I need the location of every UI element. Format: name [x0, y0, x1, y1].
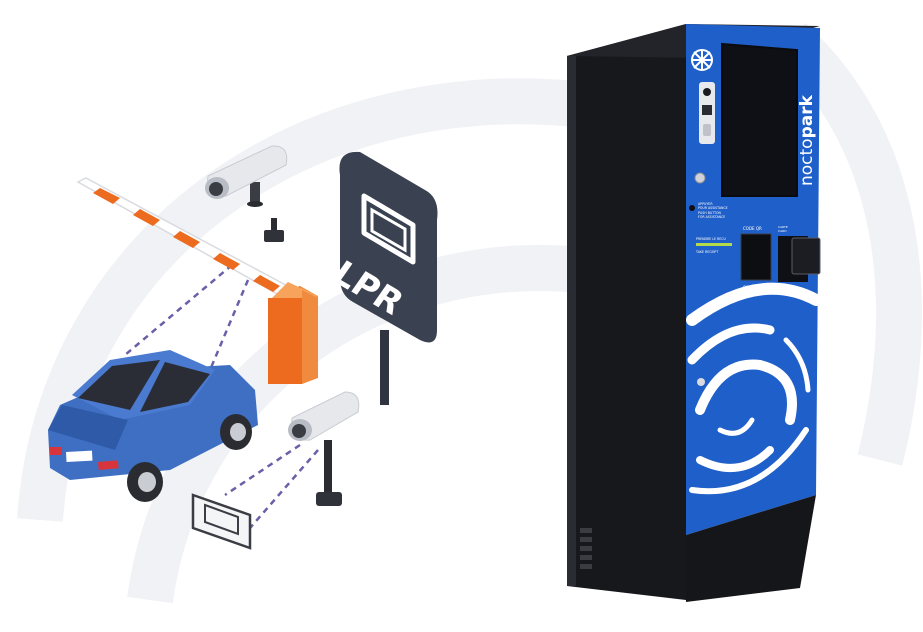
detection-line-3 [224, 443, 301, 497]
plate-icon-inner [370, 207, 407, 253]
assist-label-1: APPUYER [698, 202, 713, 206]
intercom-speaker [702, 105, 712, 115]
qr-reader[interactable] [740, 233, 772, 281]
assist-indicator [689, 205, 695, 211]
plate-icon [361, 193, 416, 265]
barrier-stripe [213, 253, 240, 270]
swirl-arc-1 [686, 282, 822, 326]
background-arc-3 [774, 22, 922, 466]
car-rear-window [78, 360, 160, 410]
barrier-gate [76, 177, 318, 384]
card-label-4: BANK CARD [780, 289, 799, 293]
swirl-arc-5 [689, 427, 809, 495]
assist-label-4: FOR ASSISTANCE [698, 215, 725, 219]
kiosk-side-panel [567, 24, 686, 600]
swirl-arc-3 [695, 359, 797, 425]
camera-bottom-base [316, 492, 342, 506]
sensor-post [271, 218, 277, 232]
qr-label-top: CODE QR [743, 226, 762, 231]
swirl-arc-4 [696, 446, 774, 472]
assist-label-3: PUSH BUTTON [698, 211, 722, 215]
vent-slot [580, 555, 592, 560]
brand-logo-text: noctopark [797, 94, 817, 186]
logo-petal [692, 50, 712, 70]
kiosk-swirl [686, 282, 822, 495]
license-plate [66, 450, 93, 462]
lpr-sign: LPR [325, 151, 438, 405]
detection-line-1 [124, 264, 233, 356]
blue-car [48, 350, 258, 502]
car-wheel-front-hub [230, 423, 246, 441]
barrier-box-shade [302, 290, 318, 384]
camera-mount-base [247, 201, 263, 207]
card-label-3: CARTE CB [780, 285, 795, 289]
kiosk-logo-icon [691, 49, 713, 71]
ground-plate-frame [191, 493, 252, 550]
camera-top [205, 145, 288, 242]
receipt-label-2: TAKE RECEIPT [695, 250, 718, 254]
car-wheel-rear-hub [138, 472, 156, 492]
receipt-label-1: PRENDRE LE RECU [696, 237, 726, 241]
intercom-camera [703, 88, 711, 96]
barrier-box-body [268, 298, 302, 384]
kiosk-vents [580, 528, 592, 569]
camera-lens [209, 182, 223, 196]
intercom-button [703, 124, 711, 136]
camera-bottom [288, 391, 360, 506]
barrier-stripe [173, 231, 200, 248]
detection-lines [124, 264, 319, 529]
swirl-arc-2 [687, 323, 775, 365]
camera-bottom-post [324, 440, 332, 500]
card-reader-slot[interactable] [791, 237, 821, 275]
barrier-stripe [93, 188, 120, 204]
kiosk-base [686, 495, 816, 602]
swirl-arc-7 [717, 417, 755, 436]
camera-mount [250, 182, 260, 204]
vent-slot [580, 528, 592, 533]
barrier-stripe [253, 275, 280, 292]
kiosk-side-highlight [567, 54, 576, 586]
vent-slot [580, 537, 592, 542]
assist-label-2: POUR ASSISTANCE [698, 206, 728, 210]
tail-light-left [50, 447, 62, 455]
sensor-base [264, 230, 284, 242]
vent-slot [580, 546, 592, 551]
qr-label-bottom: QR CODE [743, 285, 762, 290]
ground-plate-inner [204, 503, 239, 536]
car-side-window [140, 362, 210, 412]
detection-line-2 [208, 279, 250, 371]
card-label-1: CARTE [778, 225, 788, 229]
kiosk-lock [697, 378, 705, 386]
swirl-arc-6 [783, 337, 811, 393]
barrier-stripe [133, 209, 160, 226]
tail-light-right [98, 460, 119, 470]
camera-bottom-lens [292, 424, 306, 438]
car-trunk [48, 405, 128, 450]
card-label-2: CARD [778, 229, 787, 233]
kiosk-screen [721, 42, 798, 197]
vent-slot [580, 564, 592, 569]
parking-kiosk: noctopark APPUYER POUR ASSISTANCE PUSH B… [567, 24, 822, 602]
ground-plate [191, 493, 252, 550]
detection-line-4 [249, 449, 319, 529]
sign-post [380, 330, 389, 405]
assist-button[interactable] [694, 172, 706, 184]
receipt-slot[interactable] [696, 243, 732, 246]
